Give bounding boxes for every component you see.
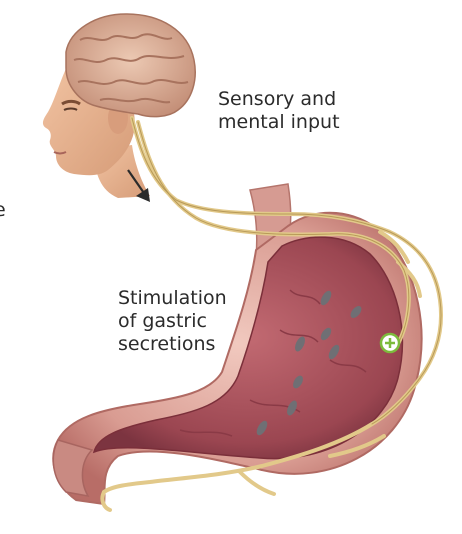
plus-circle-icon	[379, 332, 401, 354]
brain-illustration	[65, 13, 196, 118]
stim-line-1: Stimulation	[118, 287, 227, 309]
cropped-edge-text: e	[0, 199, 6, 222]
sensory-input-label: Sensory and mental input	[218, 88, 340, 134]
sensory-line-1: Sensory and	[218, 88, 337, 110]
stim-line-3: secretions	[118, 333, 216, 355]
stomach-illustration	[52, 183, 423, 506]
stimulation-label: Stimulation of gastric secretions	[118, 287, 227, 356]
sensory-line-2: mental input	[218, 111, 340, 133]
down-arrow-icon	[127, 169, 150, 202]
nerve-pathway-outline	[131, 117, 442, 425]
stim-line-2: of gastric	[118, 310, 207, 332]
